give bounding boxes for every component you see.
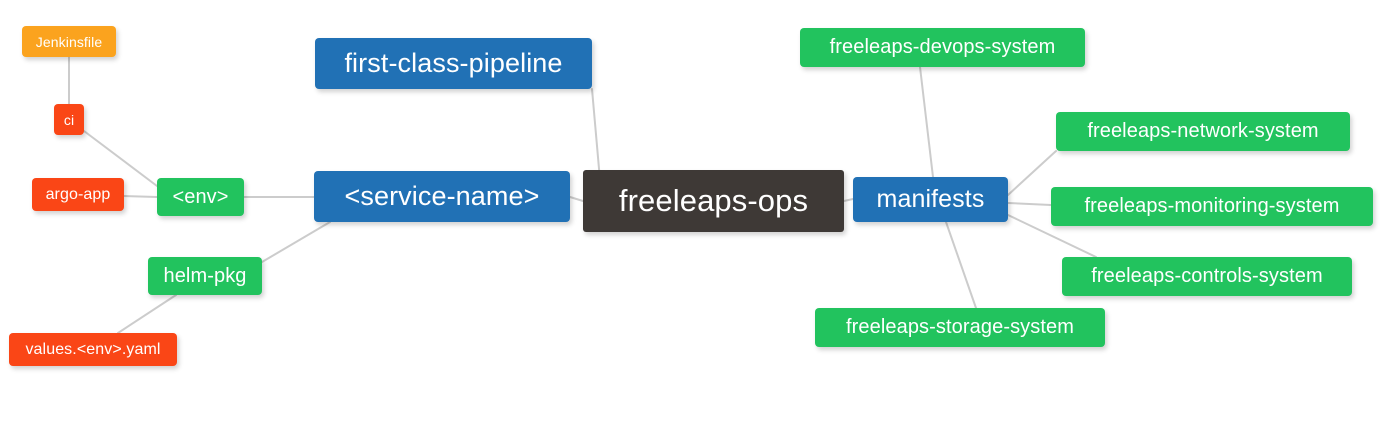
mindmap-node-freeleaps-devops-system[interactable]: freeleaps-devops-system [800,28,1085,67]
mindmap-node-freeleaps-ops[interactable]: freeleaps-ops [583,170,844,232]
edge-manifests-to-freeleaps-monitoring-system [1007,202,1052,206]
edge-service-name-to-helm-pkg [261,221,331,263]
edge-env-to-argo-app [123,195,158,198]
edge-freeleaps-ops-to-first-class-pipeline [591,88,601,181]
mindmap-node-helm-pkg[interactable]: helm-pkg [148,257,262,295]
edge-manifests-to-freeleaps-storage-system [945,221,977,309]
mindmap-node-manifests[interactable]: manifests [853,177,1008,222]
mindmap-node-ci[interactable]: ci [54,104,84,135]
mindmap-node-jenkinsfile[interactable]: Jenkinsfile [22,26,116,57]
edge-freeleaps-ops-to-manifests [843,198,854,202]
mindmap-node-freeleaps-monitoring-system[interactable]: freeleaps-monitoring-system [1051,187,1373,226]
mindmap-node-service-name[interactable]: <service-name> [314,171,570,222]
mindmap-node-env[interactable]: <env> [157,178,244,216]
mindmap-node-first-class-pipeline[interactable]: first-class-pipeline [315,38,592,89]
mindmap-node-freeleaps-controls-system[interactable]: freeleaps-controls-system [1062,257,1352,296]
edge-freeleaps-ops-to-service-name [569,196,584,202]
edge-manifests-to-freeleaps-devops-system [919,66,934,178]
edge-manifests-to-freeleaps-network-system [1007,150,1057,196]
mindmap-node-values-env-yaml[interactable]: values.<env>.yaml [9,333,177,366]
mindmap-node-freeleaps-network-system[interactable]: freeleaps-network-system [1056,112,1350,151]
mindmap-node-freeleaps-storage-system[interactable]: freeleaps-storage-system [815,308,1105,347]
mindmap-node-argo-app[interactable]: argo-app [32,178,124,211]
edge-helm-pkg-to-values-env-yaml [117,294,177,334]
